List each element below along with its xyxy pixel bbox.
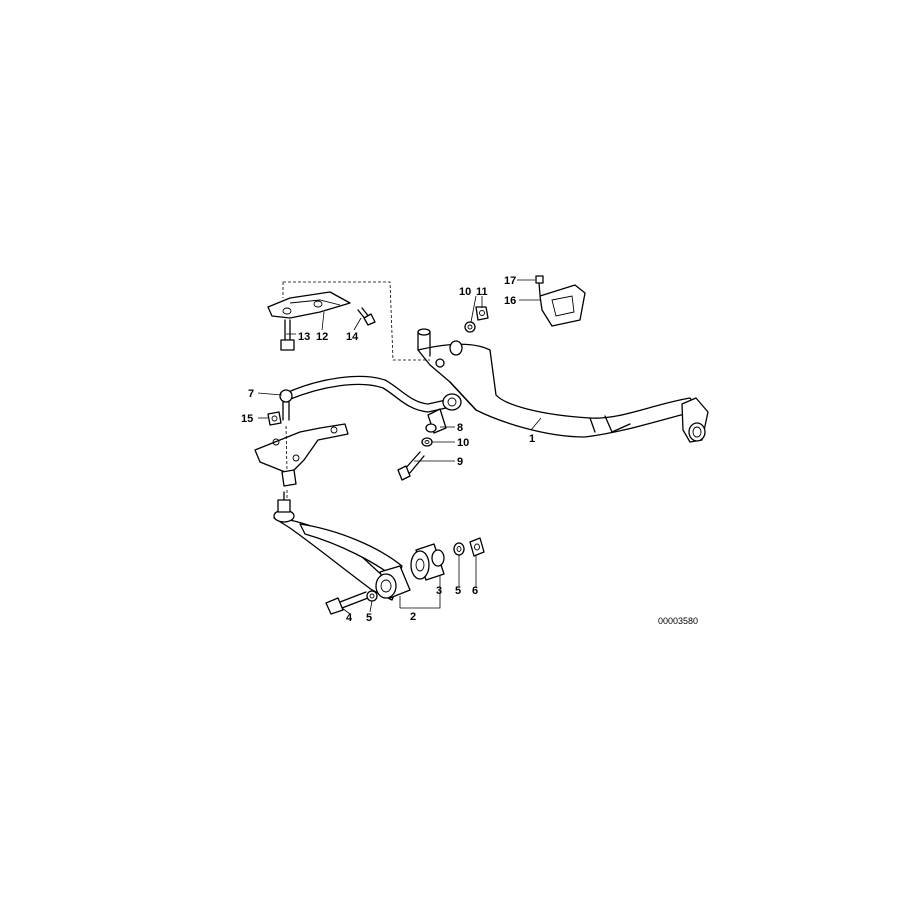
stabilizer-bar	[285, 375, 447, 413]
bushing-part-2	[375, 565, 411, 599]
bolt-part-9	[397, 451, 425, 481]
nut-part-15	[267, 411, 282, 426]
washer-part-5-right	[453, 542, 465, 556]
label-16: 16	[504, 295, 516, 307]
label-1: 1	[529, 433, 535, 445]
bolt-part-13	[280, 319, 295, 351]
bolt-part-4	[325, 591, 369, 615]
mounting-plate	[254, 423, 349, 487]
washer-part-10	[421, 437, 433, 447]
label-11: 11	[476, 286, 488, 298]
label-13: 13	[298, 331, 310, 343]
link-part-7	[279, 389, 293, 421]
label-5-left: 5	[366, 612, 372, 624]
label-10-lower: 10	[457, 437, 469, 449]
bracket-part-16	[539, 284, 586, 327]
bolt-part-14	[357, 307, 376, 326]
label-8: 8	[457, 422, 463, 434]
nut-part-6	[469, 537, 485, 557]
reference-line-upper	[283, 281, 430, 361]
subframe-part-1	[417, 328, 709, 443]
control-arm	[273, 491, 403, 601]
label-17: 17	[504, 275, 516, 287]
label-14: 14	[346, 331, 359, 343]
bracket-part-12	[267, 291, 351, 319]
label-10-upper: 10	[459, 286, 471, 298]
label-3: 3	[436, 585, 442, 597]
washer-part-5-left	[366, 590, 378, 602]
label-12: 12	[316, 331, 328, 343]
label-9: 9	[457, 456, 463, 468]
leader-lines	[257, 279, 542, 615]
label-15: 15	[241, 413, 253, 425]
label-6: 6	[472, 585, 478, 597]
label-4: 4	[346, 612, 353, 624]
screw-part-17	[535, 275, 544, 296]
nut-part-11	[475, 306, 489, 321]
label-7: 7	[248, 388, 254, 400]
label-5-right: 5	[455, 585, 461, 597]
bushing-part-3	[410, 543, 445, 581]
drawing-code: 00003580	[658, 616, 698, 626]
washer-part-10-top	[464, 321, 476, 333]
label-2: 2	[410, 611, 416, 623]
